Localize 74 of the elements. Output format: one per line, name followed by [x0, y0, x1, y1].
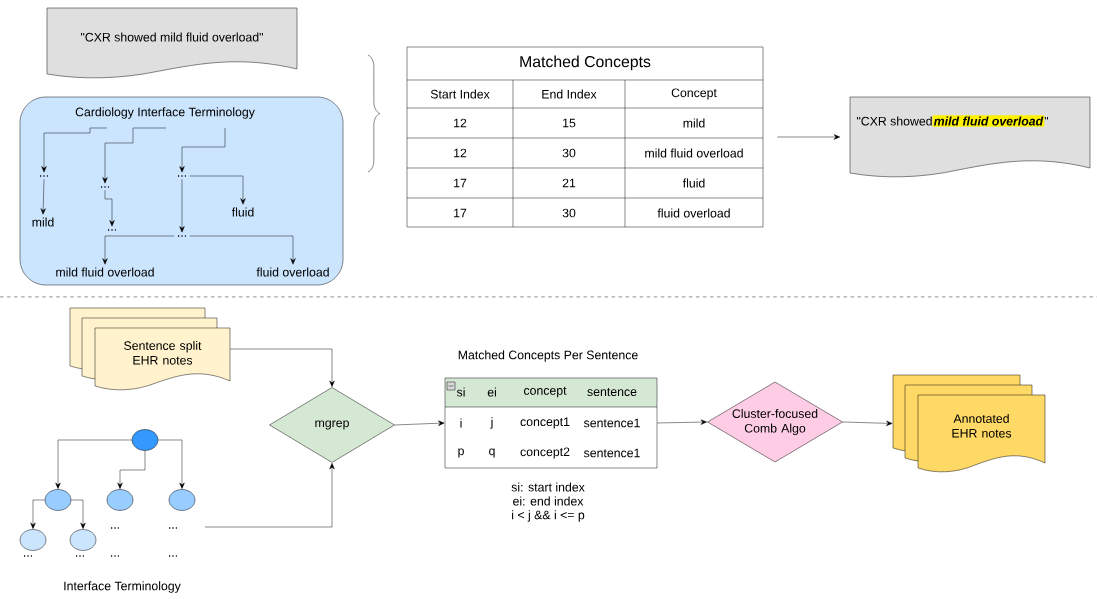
document-stack: Sentence split EHR notes — [69, 307, 231, 391]
document-stack: Annotated EHR notes — [892, 374, 1046, 473]
note-text: ei: end index — [513, 496, 584, 506]
term-text: fluid — [231, 207, 254, 217]
ellipsis-text: ... — [169, 555, 177, 557]
term-text: ... — [178, 235, 186, 237]
table-cell: sentence1 — [583, 448, 640, 458]
table-cell: j — [490, 417, 493, 429]
table-cell: q — [489, 448, 495, 458]
note-text: i < j && i <= p — [512, 510, 585, 522]
arrow — [179, 127, 226, 173]
term-text: ... — [108, 229, 116, 231]
term-text: ... — [40, 175, 48, 177]
table-cell: concept — [524, 386, 567, 398]
arrow — [117, 450, 146, 489]
arrow — [102, 127, 167, 184]
table-cell: 12 — [454, 118, 467, 128]
caption-text: Interface Terminology — [64, 581, 181, 593]
circle-node — [168, 489, 196, 511]
table-cell: mild — [683, 118, 705, 128]
table-heading: Matched Concepts Per Sentence — [458, 350, 638, 362]
ellipsis-text: ... — [169, 527, 177, 529]
arrow — [30, 499, 45, 529]
term-text: ... — [178, 175, 186, 177]
circle-node — [44, 489, 72, 511]
table-cell: concept2 — [520, 447, 570, 459]
table-cell: 15 — [563, 118, 576, 128]
table-cell: 30 — [562, 208, 576, 218]
arrow — [204, 463, 335, 528]
arrow — [657, 419, 707, 425]
arrow — [40, 179, 46, 215]
table-cell: p — [458, 448, 464, 458]
term-text: mild fluid overload — [56, 267, 154, 277]
table-cell: Concept — [671, 88, 717, 100]
arrow — [842, 420, 893, 426]
arrow — [394, 420, 445, 426]
circle-node — [106, 489, 134, 511]
circle-node — [131, 429, 159, 451]
table-cell: i — [460, 418, 462, 428]
arrow — [158, 439, 185, 489]
table-cell: 12 — [454, 148, 467, 158]
arrow — [71, 499, 86, 529]
circle-node — [19, 529, 47, 551]
ellipsis-text: ... — [76, 555, 84, 557]
table-cell: 30 — [562, 148, 576, 158]
circle-node — [69, 529, 97, 551]
table-cell: sentence1 — [583, 418, 640, 428]
table-cell: si — [456, 387, 465, 397]
table-cell: Start Index — [430, 89, 490, 99]
table-cell: 17 — [454, 208, 467, 218]
arrow — [55, 439, 132, 489]
note-text: si: start index — [511, 482, 585, 492]
arrow — [104, 190, 115, 227]
arrow — [777, 134, 841, 140]
arrow — [102, 235, 175, 265]
arrow — [189, 235, 296, 265]
arrow — [189, 175, 246, 205]
table-cell: 21 — [562, 178, 576, 188]
term-text: ... — [101, 186, 109, 188]
table-cell: mild fluid overload — [645, 148, 743, 158]
table-cell: sentence — [587, 387, 637, 397]
arrow — [41, 127, 108, 173]
table-cell: concept1 — [520, 417, 570, 429]
table-cell: ei — [487, 387, 496, 397]
term-text: fluid overload — [256, 267, 329, 277]
table-cell: 17 — [454, 178, 467, 188]
arrow — [179, 179, 185, 233]
arrow — [230, 348, 335, 387]
ellipsis-text: ... — [111, 555, 119, 557]
table-cell: fluid overload — [657, 208, 730, 218]
term-text: mild — [32, 217, 54, 227]
table-cell: End Index — [542, 89, 597, 99]
table-cell: fluid — [682, 178, 705, 188]
ellipsis-text: ... — [111, 527, 119, 529]
